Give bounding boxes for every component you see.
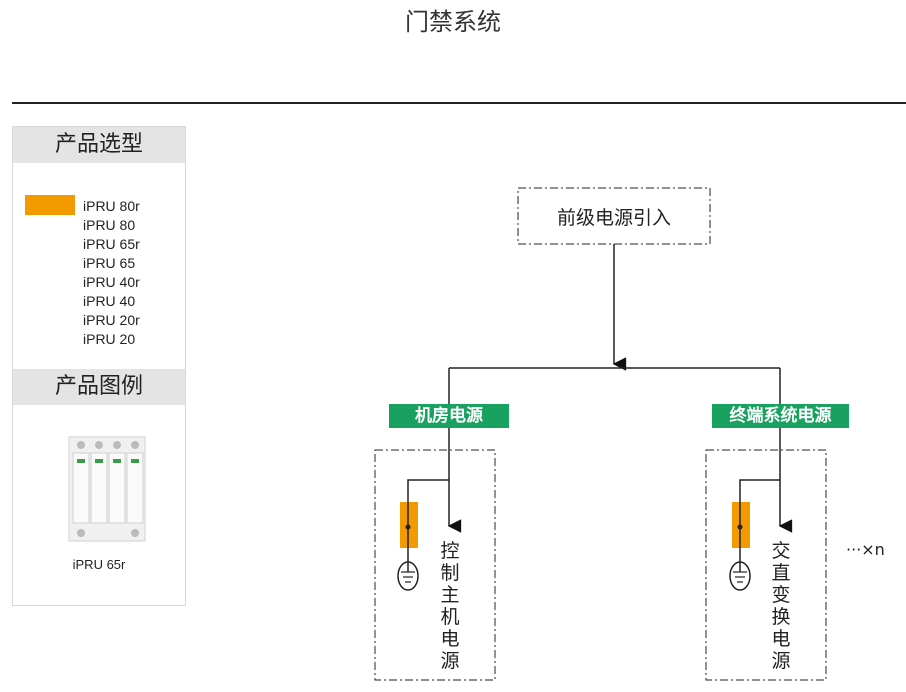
left-group-box [374, 449, 496, 681]
page-title: 门禁系统 [405, 8, 501, 36]
title-divider [12, 102, 906, 104]
sidebar-panel: 产品选型 iPRU 80r iPRU 80 iPRU 65r iPRU 65 i… [12, 126, 186, 606]
product-illustration-heading: 产品图例 [13, 369, 185, 405]
product-selection-heading: 产品选型 [13, 127, 185, 163]
right-load-label: 交直变换电源 [771, 540, 791, 672]
model-item[interactable]: iPRU 40 [83, 293, 136, 309]
model-item[interactable]: iPRU 80 [83, 217, 136, 233]
repeat-note: ···×n [846, 540, 885, 559]
left-spd-line [407, 479, 449, 502]
product-photo [68, 436, 146, 542]
model-item[interactable]: iPRU 65r [83, 236, 140, 252]
right-spd-line [739, 479, 780, 502]
left-load-label: 控制主机电源 [440, 540, 460, 672]
model-list: iPRU 80r iPRU 80 iPRU 65r iPRU 65 iPRU 4… [83, 197, 140, 349]
product-photo-caption: iPRU 65r [72, 557, 126, 572]
model-item[interactable]: iPRU 40r [83, 274, 140, 290]
left-branch-label: 机房电源 [389, 404, 509, 428]
source-box-label: 前级电源引入 [556, 207, 671, 229]
model-item[interactable]: iPRU 80r [83, 198, 140, 214]
model-item[interactable]: iPRU 20r [83, 312, 140, 328]
model-item[interactable]: iPRU 65 [83, 255, 136, 271]
right-group-box [705, 449, 827, 681]
selected-model-swatch [25, 195, 75, 215]
model-item[interactable]: iPRU 20 [83, 331, 136, 347]
right-branch-label: 终端系统电源 [712, 404, 849, 428]
